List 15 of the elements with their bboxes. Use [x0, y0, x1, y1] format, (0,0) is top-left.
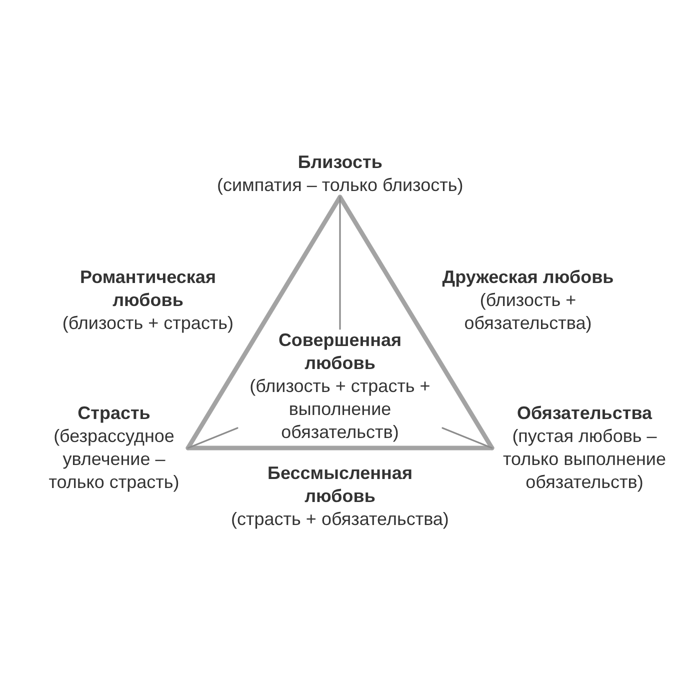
edge-label: Бессмысленная любовь (страсть + обязательства) — [230, 462, 450, 531]
concept-title: Совершенная любовь — [277, 329, 403, 375]
concept-title: Обязательства — [516, 402, 652, 425]
edge-label: Романтическая любовь (близость + страсть) — [61, 266, 235, 335]
triangle-side — [186, 446, 494, 450]
connector-line — [339, 196, 341, 330]
edge-label: Дружеская любовь (близость + обязательства) — [441, 266, 615, 335]
concept-description: (симпатия – только близость) — [217, 174, 464, 197]
concept-description: (безрассудное увлечение – только страсть) — [48, 425, 180, 494]
concept-description: (пустая любовь – только выполнение обязательств) — [502, 425, 667, 494]
concept-title: Близость — [298, 151, 382, 174]
connector-line — [442, 427, 493, 449]
connector-line — [187, 427, 238, 449]
concept-title: Страсть — [78, 402, 150, 425]
concept-description: (близость + страсть + выполнение обязательств) — [248, 375, 432, 444]
